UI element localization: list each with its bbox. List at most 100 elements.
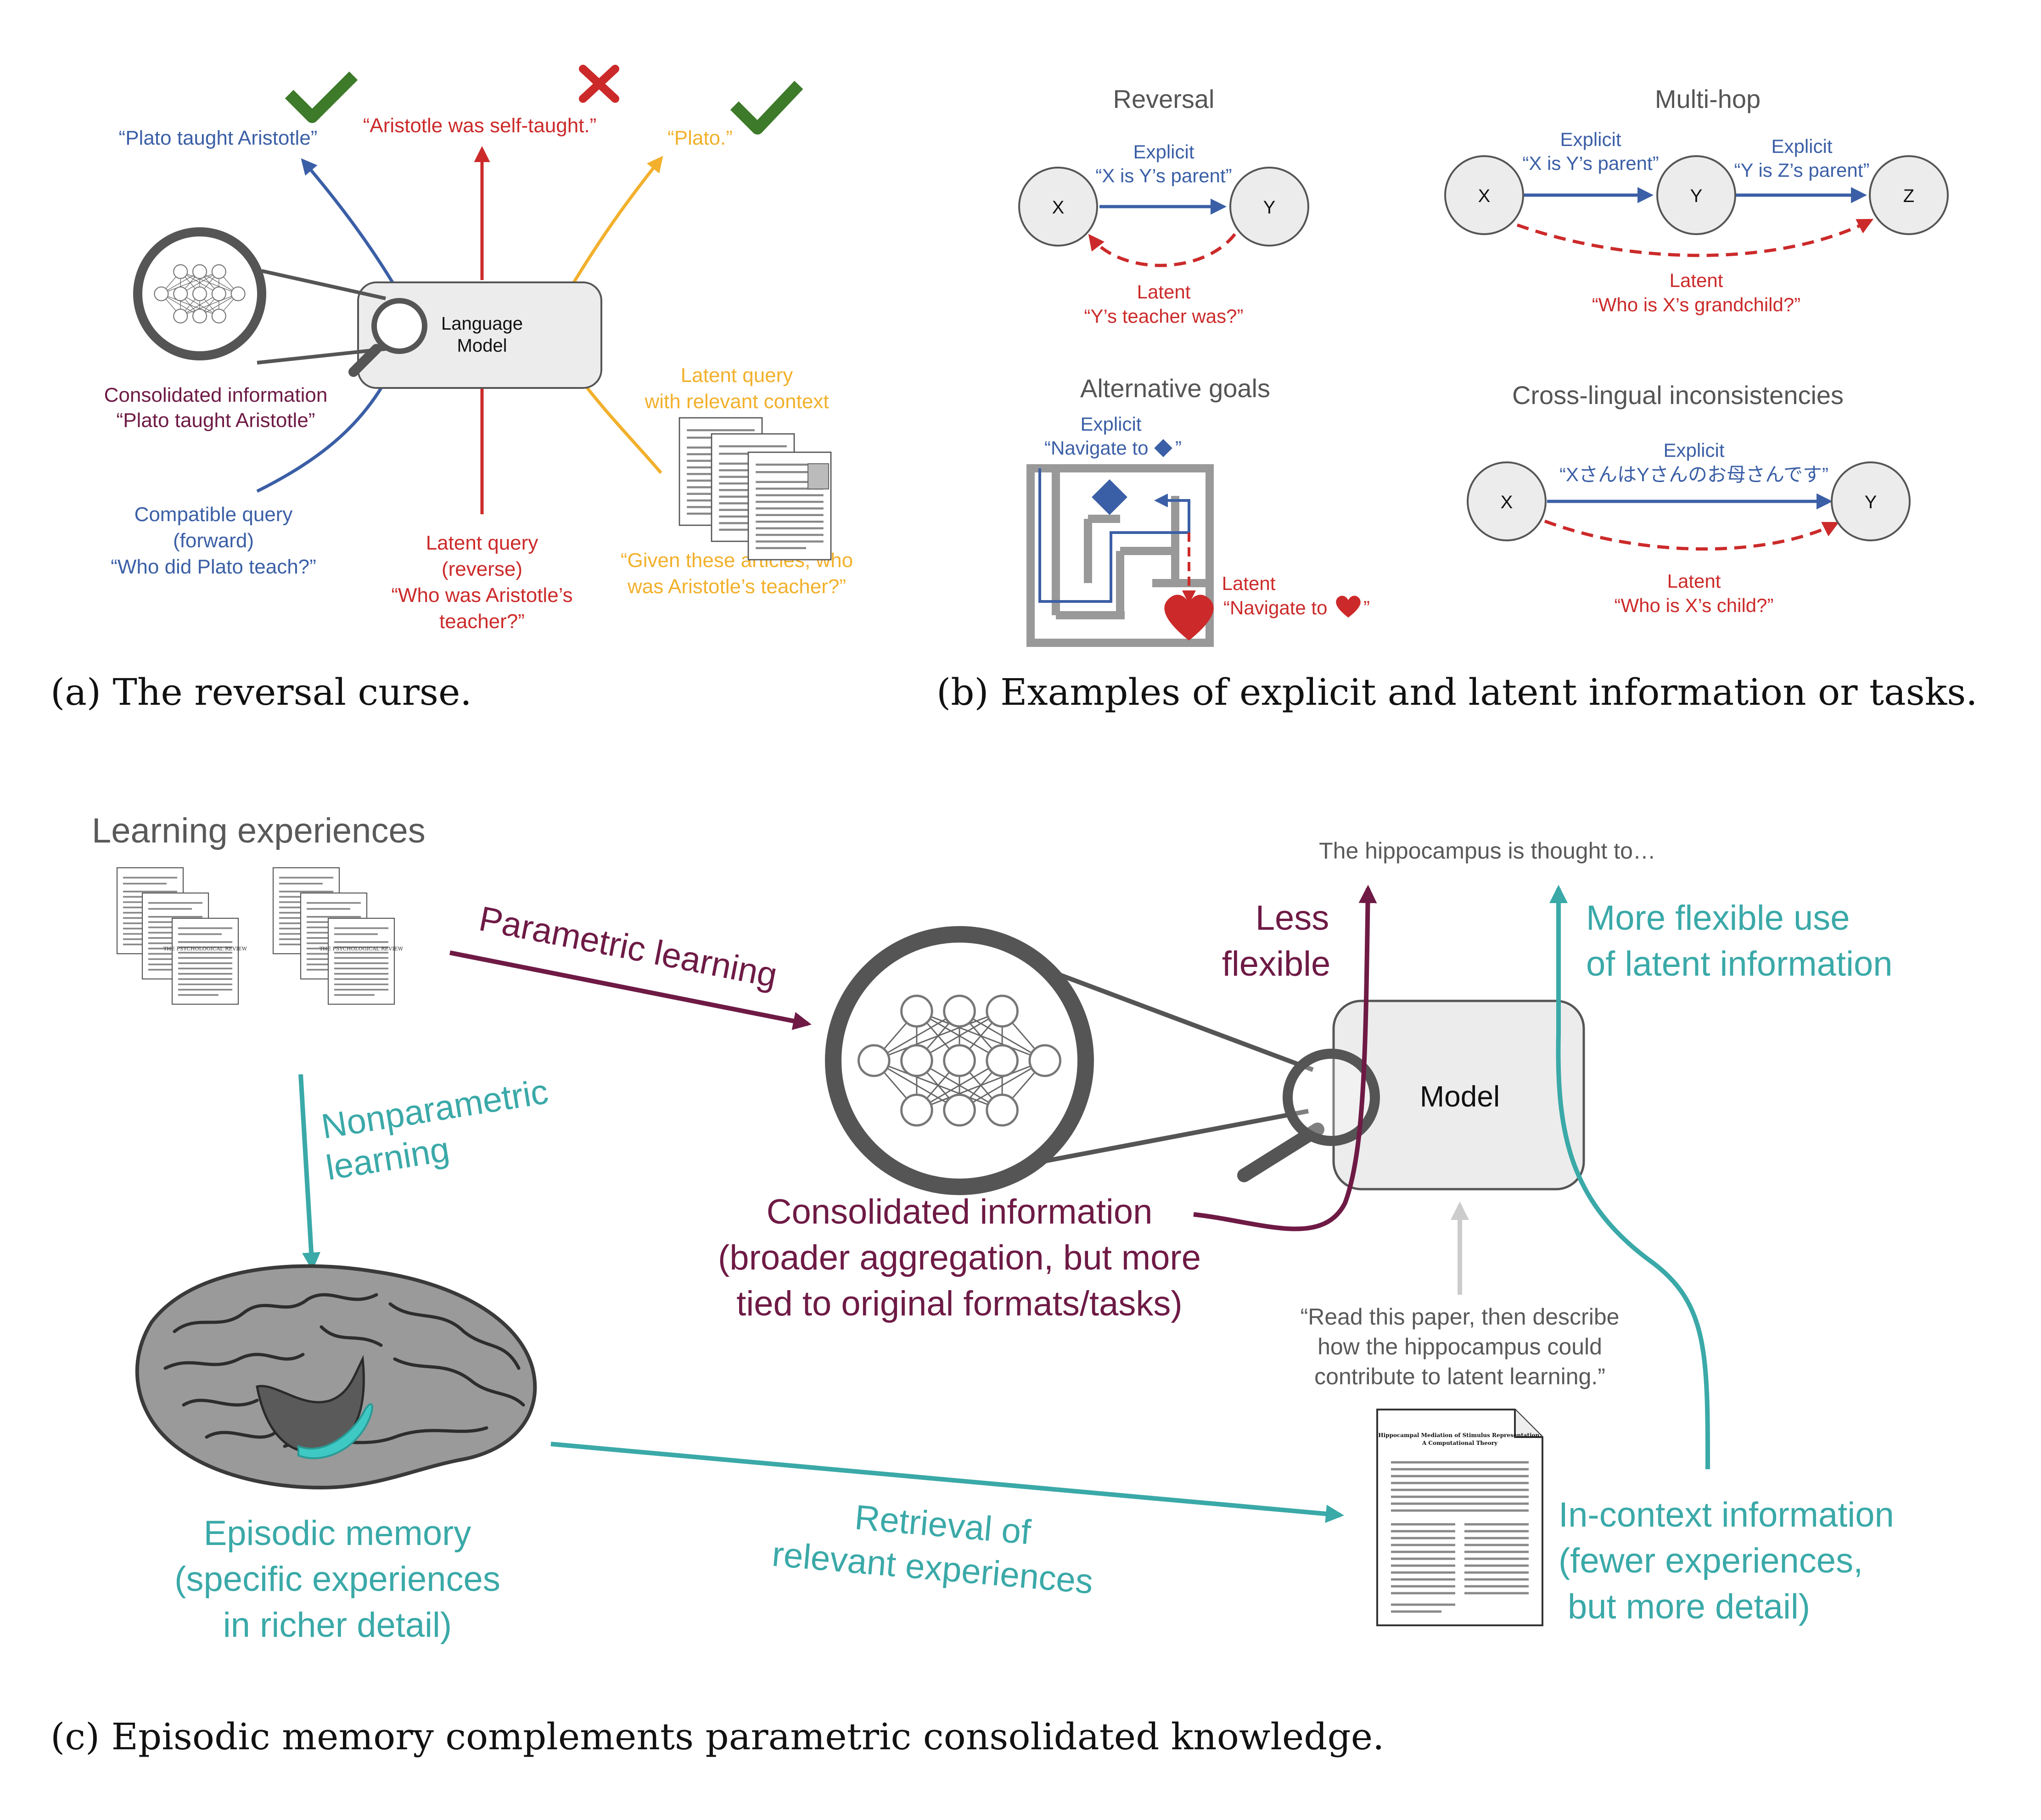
- reversal-latent-label: Latent: [1137, 281, 1191, 303]
- context-query-label: Latent query: [681, 364, 793, 387]
- heart-icon: [1164, 595, 1214, 640]
- multihop-node-z: [1869, 155, 1949, 235]
- panel-a: Language Model “Plato taught Aristotle” …: [50, 65, 853, 713]
- crosslingual-example: Cross-lingual inconsistencies Explicit “…: [1467, 381, 1911, 616]
- consolidated-info-detail-2: tied to original formats/tasks): [736, 1284, 1183, 1323]
- learning-experiences-title: Learning experiences: [92, 811, 426, 850]
- goals-explicit-end: ”: [1175, 437, 1182, 459]
- multihop-example: Multi-hop Explicit “X is Y’s parent” Exp…: [1444, 84, 1949, 315]
- prompt-text: “Read this paper, then describe: [1301, 1304, 1620, 1330]
- goals-title: Alternative goals: [1080, 374, 1270, 403]
- latent-query-direction: (reverse): [442, 558, 522, 580]
- more-flexible-label-2: of latent information: [1586, 944, 1893, 983]
- caption-c: (c) Episodic memory complements parametr…: [50, 1715, 1384, 1758]
- brain-icon: [135, 1264, 537, 1490]
- consolidated-info-label: Consolidated information: [104, 384, 328, 406]
- reversal-example: Reversal Explicit “X is Y’s parent” X Y …: [1018, 84, 1309, 327]
- multihop-explicit-b-fact: “Y is Z’s parent”: [1734, 159, 1870, 181]
- multihop-node-y-label: Y: [1690, 186, 1703, 206]
- parametric-learning-label: Parametric learning: [476, 899, 780, 995]
- language-model-label-2: Model: [457, 336, 507, 356]
- caption-a: (a) The reversal curse.: [50, 671, 472, 713]
- multihop-explicit-a-label: Explicit: [1560, 129, 1621, 150]
- documents-icon: [679, 418, 831, 560]
- less-flexible-label-2: flexible: [1222, 944, 1331, 983]
- reversal-node-y: [1229, 167, 1309, 247]
- reversal-node-y-label: Y: [1263, 197, 1276, 218]
- multihop-latent-label: Latent: [1670, 270, 1723, 291]
- journal-heading: THE PSYCHOLOGICAL REVIEW: [163, 946, 247, 952]
- journal-heading: THE PSYCHOLOGICAL REVIEW: [320, 946, 404, 952]
- crosslingual-title: Cross-lingual inconsistencies: [1512, 381, 1844, 410]
- multihop-explicit-b-label: Explicit: [1771, 135, 1832, 157]
- panel-c: Learning experiences THE PSYCHOLOGICAL R…: [50, 811, 1894, 1758]
- model-label: Model: [1420, 1080, 1500, 1113]
- heart-icon: [1336, 595, 1361, 618]
- crosslingual-latent-query: “Who is X’s child?”: [1615, 595, 1774, 616]
- language-model-label: Language: [441, 314, 523, 334]
- goals-explicit-text: “Navigate to: [1044, 437, 1148, 459]
- reversal-explicit-label: Explicit: [1133, 141, 1194, 163]
- episodic-memory-label: Episodic memory: [204, 1514, 471, 1553]
- latent-query-text-2: teacher?”: [439, 610, 525, 633]
- output-forward-correct: “Plato taught Aristotle”: [119, 127, 318, 149]
- paper-icon: Hippocampal Mediation of Stimulus Repres…: [1376, 1409, 1543, 1626]
- goals-example: Alternative goals Explicit “Navigate to …: [1026, 374, 1370, 647]
- magnifier-icon: [133, 227, 427, 377]
- context-query-label-2: with relevant context: [644, 390, 829, 413]
- hippocampus-highlight: [297, 1403, 373, 1460]
- crosslingual-explicit-label: Explicit: [1663, 439, 1724, 461]
- paper-title-2: A Computational Theory: [1422, 1440, 1498, 1446]
- multihop-latent-query: “Who is X’s grandchild?”: [1592, 294, 1800, 315]
- incontext-detail: (fewer experiences,: [1559, 1541, 1863, 1580]
- reversal-title: Reversal: [1113, 84, 1215, 113]
- nonparametric-learning-arrow: [298, 1074, 321, 1271]
- retrieval-label-2: relevant experiences: [771, 1534, 1095, 1601]
- crosslingual-node-x-label: X: [1501, 492, 1513, 512]
- multihop-title: Multi-hop: [1655, 84, 1761, 113]
- crosslingual-node-y-label: Y: [1865, 492, 1877, 512]
- diamond-icon: [1154, 439, 1172, 457]
- checkmark-icon: [730, 81, 803, 135]
- context-query-text-2: was Aristotle’s teacher?”: [627, 575, 846, 598]
- consolidated-info-detail: (broader aggregation, but more: [718, 1238, 1201, 1277]
- model-output-text: The hippocampus is thought to…: [1319, 838, 1656, 864]
- latent-query-label: Latent query: [426, 532, 538, 554]
- paper-title: Hippocampal Mediation of Stimulus Repres…: [1378, 1432, 1541, 1438]
- consolidated-info-fact: “Plato taught Aristotle”: [117, 409, 315, 432]
- less-flexible-label: Less: [1256, 899, 1329, 938]
- maze-icon: [1026, 464, 1214, 647]
- magnifier-icon: [825, 926, 1314, 1195]
- multihop-node-y: [1656, 155, 1736, 235]
- goals-explicit-label: Explicit: [1080, 413, 1141, 435]
- incontext-label: In-context information: [1559, 1495, 1894, 1534]
- output-context-correct: “Plato.”: [667, 127, 733, 149]
- compatible-query-label: Compatible query: [135, 503, 293, 526]
- input-line-context: [577, 375, 662, 474]
- episodic-memory-detail-2: in richer detail): [223, 1606, 452, 1645]
- multihop-explicit-a-fact: “X is Y’s parent”: [1522, 152, 1659, 174]
- output-reverse-wrong: “Aristotle was self-taught.”: [363, 114, 597, 137]
- magnifier-lens: [1283, 1049, 1380, 1146]
- caption-b: (b) Examples of explicit and latent info…: [936, 671, 1978, 713]
- parametric-learning-arrow: [449, 950, 812, 1030]
- crosslingual-latent-label: Latent: [1667, 570, 1721, 592]
- latent-query-text: “Who was Aristotle’s: [391, 584, 572, 607]
- incontext-detail-2: but more detail): [1568, 1587, 1810, 1626]
- consolidated-path-arrow: [1193, 885, 1377, 1231]
- reversal-explicit-fact: “X is Y’s parent”: [1095, 165, 1232, 186]
- documents-icon: THE PSYCHOLOGICAL REVIEW THE PSYCHOLOGIC…: [116, 867, 404, 1005]
- goals-latent-text: “Navigate to: [1223, 597, 1327, 618]
- multihop-latent-arrow: [1516, 219, 1874, 257]
- arrow-forward-correct: [301, 158, 401, 295]
- crosslingual-explicit-fact: “XさんはYさんのお母さんです”: [1559, 464, 1828, 485]
- reversal-node-x: [1018, 167, 1098, 247]
- crosslingual-latent-arrow: [1544, 519, 1839, 551]
- crosslingual-node-y: [1831, 461, 1911, 541]
- checkmark-icon: [285, 71, 358, 123]
- consolidated-info-label: Consolidated information: [767, 1192, 1153, 1231]
- multihop-node-z-label: Z: [1903, 186, 1914, 206]
- incontext-path-arrow: [1549, 885, 1710, 1470]
- goals-latent-end: ”: [1363, 597, 1370, 618]
